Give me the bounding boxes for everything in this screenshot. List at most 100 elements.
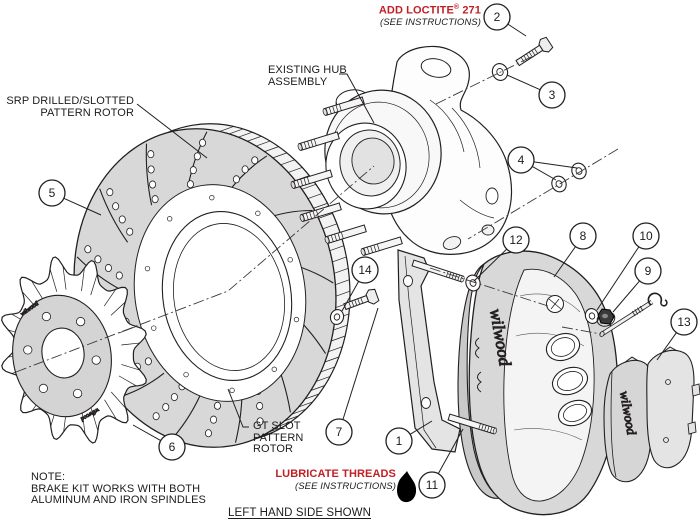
centerlines: [15, 56, 619, 373]
axis-pin: [561, 326, 602, 335]
drill-hole: [251, 156, 259, 165]
drill-hole: [84, 245, 92, 254]
drill-hole: [112, 202, 120, 211]
lubricate-threads-label: LUBRICATE THREADS (SEE INSTRUCTIONS): [275, 468, 396, 492]
callout-circle: [634, 257, 662, 285]
drill-hole: [256, 402, 264, 411]
callout-number: 8: [580, 229, 587, 243]
caliper-piston-2: [551, 366, 589, 396]
drill-hole: [94, 255, 102, 264]
vane-tick: [310, 385, 325, 391]
vane-tick: [272, 152, 287, 159]
hat-spoke: [31, 281, 44, 301]
caliper-face-panel: [503, 268, 595, 502]
drill-hole: [151, 195, 159, 204]
caliper-left-crescent: [457, 263, 502, 499]
add-loctite-title: ADD LOCTITE® 271: [378, 4, 481, 17]
callout-circle: [502, 226, 530, 254]
drill-hole: [193, 152, 201, 161]
vane-tick: [280, 159, 295, 166]
vane-tick: [255, 140, 271, 147]
hat-bolt-hole: [41, 311, 52, 322]
callout-4: 4: [507, 146, 578, 181]
gt-rotor-leader: [227, 388, 249, 428]
pad-inner: [603, 359, 653, 483]
drill-hole: [170, 393, 178, 402]
hat-bolt-hole: [23, 345, 33, 355]
band-hole: [287, 257, 293, 263]
callout-10: 10: [596, 222, 660, 311]
drill-hole: [232, 175, 240, 184]
srp-rotor: [73, 123, 351, 448]
callout-leader: [473, 248, 508, 282]
drill-hole: [144, 357, 152, 366]
pad-outer-tab-1: [691, 383, 700, 397]
rotor-slot: [99, 188, 129, 243]
drill-hole: [149, 180, 157, 189]
rotor-center-opening: [161, 210, 293, 382]
drill-hole: [106, 188, 114, 197]
hat-spoke: [121, 364, 140, 371]
brake-pads: wilwood: [603, 346, 700, 483]
lubricate-subtitle: (SEE INSTRUCTIONS): [294, 480, 396, 492]
callout-circle: [632, 222, 660, 250]
drill-hole: [118, 215, 126, 224]
callout-number: 1: [396, 434, 403, 448]
band-hole: [183, 371, 189, 378]
callout-8: 8: [553, 222, 597, 278]
vane-tick: [331, 335, 346, 342]
drill-hole: [213, 401, 221, 410]
knuckle-boss-2: [481, 224, 495, 236]
callout-number: 6: [169, 440, 176, 454]
callout-number: 10: [639, 229, 653, 243]
band-hole: [271, 366, 277, 372]
pad-outer-tab-2: [687, 421, 697, 435]
retaining-clip: [647, 292, 668, 307]
add-loctite-label: ADD LOCTITE® 271 (SEE INSTRUCTIONS): [379, 2, 481, 29]
callout-1: 1: [385, 420, 433, 455]
washer-10: [584, 308, 600, 324]
callout-leader: [341, 281, 360, 312]
axis-bolt2: [435, 56, 532, 105]
gt-rotor-label: GT SLOT PATTERN ROTOR: [253, 420, 304, 455]
callout-number: 13: [677, 315, 691, 329]
vane-tick: [315, 376, 331, 382]
drill-hole: [210, 415, 218, 424]
callout-number: 2: [494, 10, 501, 24]
caliper-piston-1-inner: [550, 337, 576, 357]
callout-circle: [385, 427, 413, 455]
hat-bolt-hole: [72, 388, 83, 399]
callout-number: 7: [336, 425, 343, 439]
callout-leader: [533, 161, 578, 169]
hub-assembly: [290, 45, 513, 256]
callout-leader: [596, 246, 640, 311]
drill-hole: [199, 138, 207, 147]
label-leaders: [136, 73, 375, 428]
vane-tick: [320, 366, 335, 373]
caliper-bracket: [397, 249, 461, 453]
callout-circle: [418, 471, 446, 499]
wheel-stud: [324, 224, 367, 244]
vane-tick: [313, 202, 328, 209]
callout-leader: [656, 332, 677, 361]
pad-inner-edge: [610, 371, 617, 478]
vane-tick: [307, 193, 323, 199]
drill-hole: [126, 227, 134, 236]
fasteners: [329, 36, 668, 435]
drill-hole: [115, 271, 123, 280]
caliper-piston-3: [557, 399, 593, 427]
hat-spoke: [121, 342, 140, 346]
lubricate-title: LUBRICATE THREADS: [275, 468, 396, 480]
band-hole: [144, 265, 151, 272]
pad-retaining-pin: [599, 292, 668, 337]
hat-spoke: [90, 408, 99, 431]
pad-outer: [646, 349, 695, 469]
vane-tick: [284, 415, 299, 422]
callout-leader: [437, 428, 464, 474]
vane-tick: [318, 213, 333, 219]
srp-rotor-leader: [136, 103, 208, 159]
hat-spoke: [103, 289, 116, 307]
